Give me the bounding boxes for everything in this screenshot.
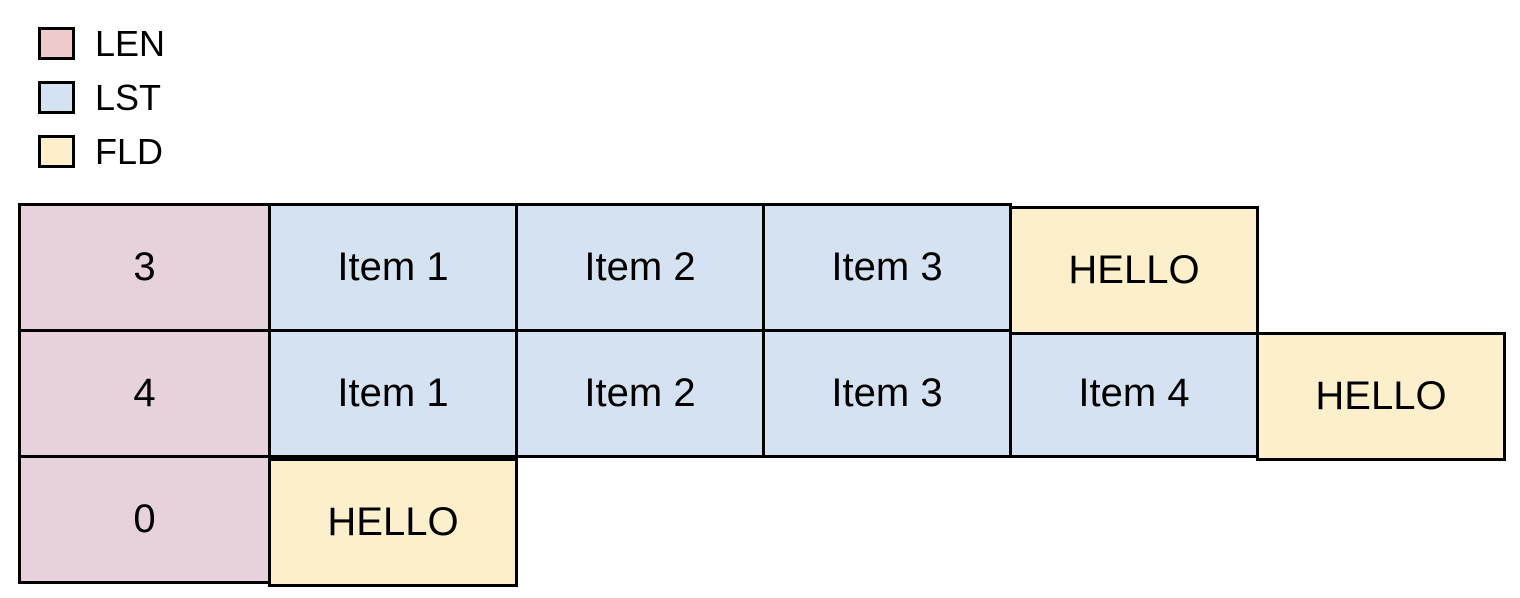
len-cell: 3 [18, 203, 271, 332]
legend-swatch-fld [38, 135, 75, 168]
legend-swatch-len [38, 27, 75, 60]
lst-cell: Item 1 [268, 203, 518, 332]
fld-cell: HELLO [268, 458, 518, 587]
lst-cell: Item 2 [515, 329, 765, 458]
legend-item-lst: LST [38, 77, 165, 118]
len-cell: 0 [18, 455, 271, 584]
lst-cell: Item 3 [762, 203, 1012, 332]
legend-item-fld: FLD [38, 131, 165, 172]
len-cell: 4 [18, 329, 271, 458]
legend-label-fld: FLD [95, 131, 164, 172]
lst-cell: Item 4 [1009, 329, 1259, 458]
fld-cell: HELLO [1009, 206, 1259, 335]
lst-cell: Item 3 [762, 329, 1012, 458]
legend-label-len: LEN [95, 23, 166, 64]
lst-cell: Item 2 [515, 203, 765, 332]
legend-label-lst: LST [95, 77, 162, 118]
lst-cell: Item 1 [268, 329, 518, 458]
legend: LEN LST FLD [38, 23, 166, 189]
fld-cell: HELLO [1256, 332, 1506, 461]
legend-item-len: LEN [38, 23, 166, 64]
legend-swatch-lst [38, 81, 75, 114]
